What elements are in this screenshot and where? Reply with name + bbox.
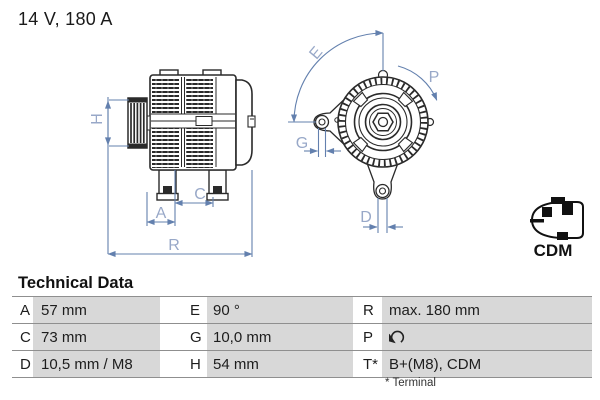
spec-value-C: 73 mm <box>33 324 160 350</box>
spec-key-P: P <box>353 324 382 350</box>
spec-key-D: D <box>12 351 33 377</box>
front-view-dimensions <box>288 30 438 233</box>
spec-key-E: E <box>160 297 207 323</box>
spec-value-A: 57 mm <box>33 297 160 323</box>
spec-key-R: R <box>353 297 382 323</box>
spec-value-H: 54 mm <box>207 351 353 377</box>
dim-label-H: H <box>89 113 106 125</box>
spec-value-T: B+(M8), CDM <box>382 351 592 377</box>
technical-data-table: A 57 mm E 90 ° R max. 180 mm C 73 mm G 1… <box>12 296 592 378</box>
spec-value-P <box>382 324 592 350</box>
rotation-clockwise-icon <box>389 330 405 343</box>
technical-data-title: Technical Data <box>18 274 134 292</box>
spec-value-E: 90 ° <box>207 297 353 323</box>
dim-label-E: E <box>306 44 326 63</box>
dim-label-R: R <box>168 237 180 254</box>
terminal-footnote: * Terminal <box>385 377 436 389</box>
dim-label-D: D <box>360 209 372 226</box>
cdm-connector-label: CDM <box>534 241 573 260</box>
dim-label-C: C <box>194 186 206 203</box>
spec-value-R: max. 180 mm <box>382 297 592 323</box>
dim-label-G: G <box>296 135 308 152</box>
voltage-current-rating: 14 V, 180 A <box>18 9 113 29</box>
spec-key-A: A <box>12 297 33 323</box>
table-row: A 57 mm E 90 ° R max. 180 mm <box>12 296 592 323</box>
table-row: C 73 mm G 10,0 mm P <box>12 323 592 350</box>
spec-value-G: 10,0 mm <box>207 324 353 350</box>
spec-key-G: G <box>160 324 207 350</box>
spec-key-H: H <box>160 351 207 377</box>
alternator-technical-drawing: H A C R <box>89 30 584 260</box>
spec-key-T: T* <box>353 351 382 377</box>
table-row: D 10,5 mm / M8 H 54 mm T* B+(M8), CDM <box>12 350 592 377</box>
side-view <box>127 69 256 201</box>
cdm-connector-icon <box>530 197 584 240</box>
spec-value-D: 10,5 mm / M8 <box>33 351 160 377</box>
front-view <box>313 69 435 200</box>
dim-label-A: A <box>156 205 167 222</box>
dim-label-P: P <box>429 69 440 86</box>
spec-key-C: C <box>12 324 33 350</box>
side-view-dimensions <box>104 97 253 258</box>
